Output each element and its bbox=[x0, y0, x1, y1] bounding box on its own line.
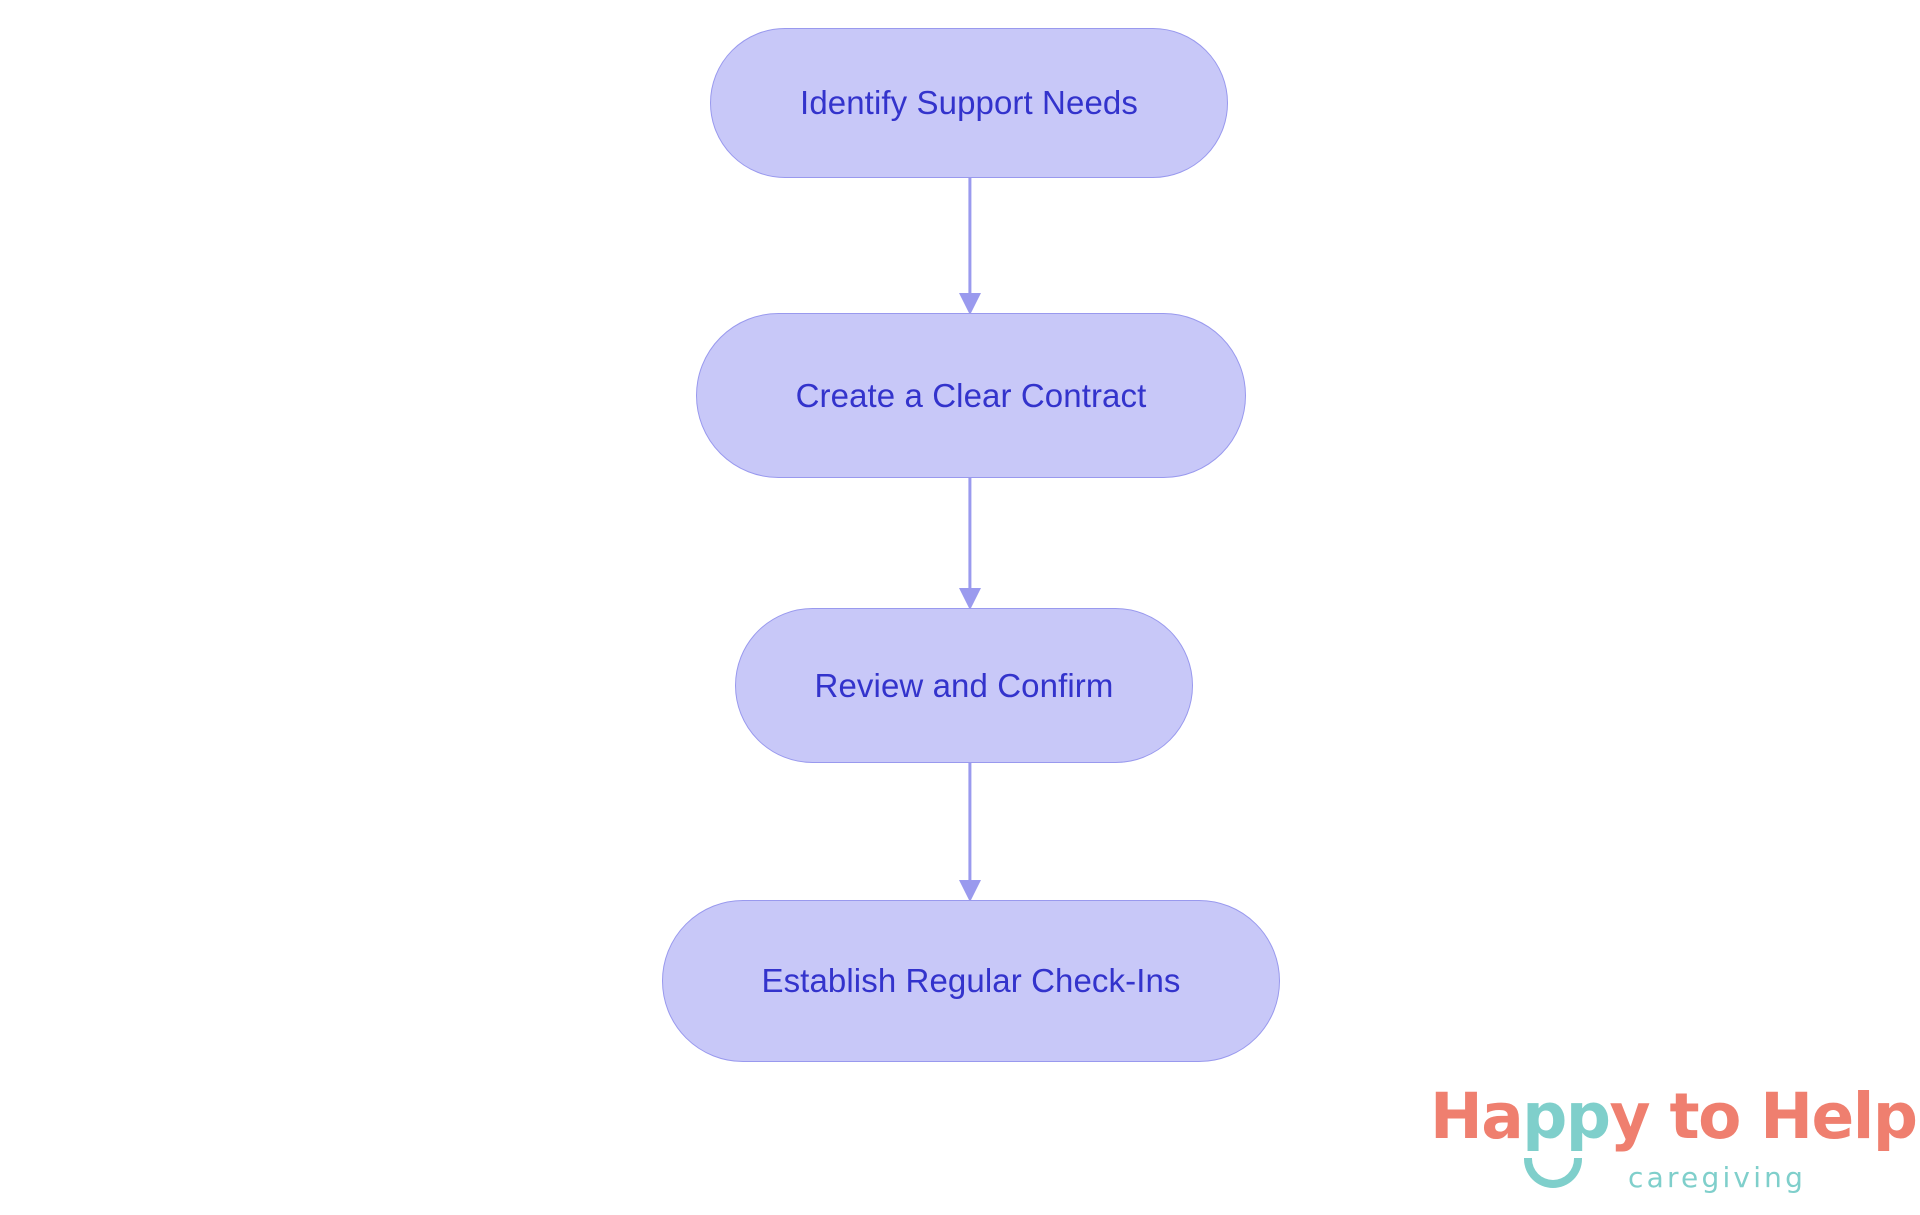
logo-wordmark: Happy to Help bbox=[1430, 1085, 1918, 1148]
flow-connector-n2-n3 bbox=[950, 478, 990, 610]
logo-tagline: caregiving bbox=[1628, 1161, 1807, 1194]
flow-node-establish-regular-check-ins[interactable]: Establish Regular Check-Ins bbox=[662, 900, 1280, 1062]
connector-stem bbox=[968, 478, 972, 588]
flow-node-label: Create a Clear Contract bbox=[795, 376, 1147, 414]
flow-node-label: Identify Support Needs bbox=[800, 84, 1138, 121]
flow-connector-n1-n2 bbox=[950, 178, 990, 315]
arrowhead-down-icon bbox=[959, 588, 981, 610]
flow-connector-n3-n4 bbox=[950, 763, 990, 902]
brand-logo: Happy to Help caregiving bbox=[1430, 1085, 1918, 1205]
arrowhead-down-icon bbox=[959, 293, 981, 315]
logo-word-part-3: y to Help bbox=[1609, 1080, 1917, 1153]
logo-word-part-2: pp bbox=[1522, 1080, 1611, 1153]
flow-node-identify-support-needs[interactable]: Identify Support Needs bbox=[710, 28, 1228, 178]
logo-smile-icon bbox=[1524, 1158, 1582, 1188]
connector-stem bbox=[968, 763, 972, 880]
connector-stem bbox=[968, 178, 972, 293]
flow-node-review-and-confirm[interactable]: Review and Confirm bbox=[735, 608, 1193, 763]
logo-word-part-1: Ha bbox=[1430, 1080, 1524, 1153]
flow-node-create-a-clear-contract[interactable]: Create a Clear Contract bbox=[696, 313, 1246, 478]
arrowhead-down-icon bbox=[959, 880, 981, 902]
flow-node-label: Establish Regular Check-Ins bbox=[761, 962, 1181, 999]
flow-node-label: Review and Confirm bbox=[814, 666, 1114, 704]
